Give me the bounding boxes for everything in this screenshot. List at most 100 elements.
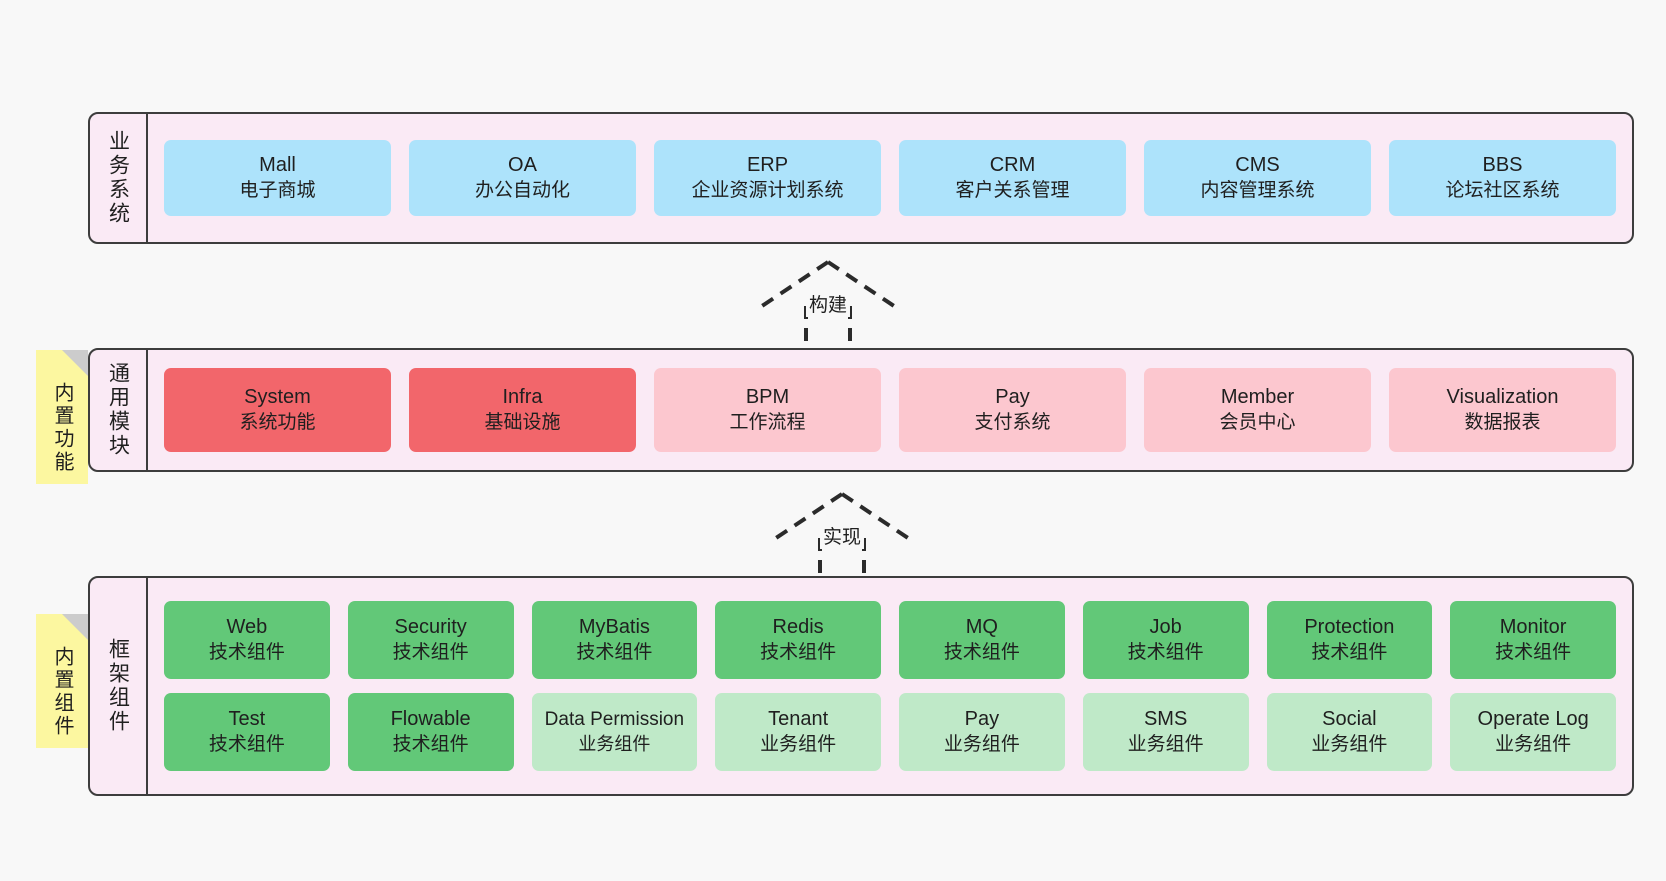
card-erp[interactable]: ERP 企业资源计划系统 <box>654 140 881 216</box>
layer-label-common-module: 通用模块 <box>106 362 130 458</box>
card-pay[interactable]: Pay 支付系统 <box>899 368 1126 452</box>
card-subtitle: 技术组件 <box>943 641 1020 663</box>
card-title: Redis <box>772 616 824 639</box>
card-subtitle: 支付系统 <box>974 411 1051 433</box>
card-flowable[interactable]: Flowable 技术组件 <box>347 693 514 771</box>
sticky-note-label: 内置功能 <box>51 382 73 474</box>
card-subtitle: 论坛社区系统 <box>1445 179 1560 201</box>
card-title: BPM <box>745 386 790 409</box>
card-subtitle: 企业资源计划系统 <box>691 179 844 201</box>
card-infra[interactable]: Infra 基础设施 <box>409 368 636 452</box>
card-subtitle: 技术组件 <box>760 641 837 663</box>
connector-build: 构建 <box>758 258 898 344</box>
card-row: Mall 电子商城 OA 办公自动化 ERP 企业资源计划系统 CRM 客户关系… <box>164 140 1616 216</box>
card-mybatis[interactable]: MyBatis 技术组件 <box>531 601 698 679</box>
card-system[interactable]: System 系统功能 <box>164 368 391 452</box>
card-subtitle: 技术组件 <box>208 641 285 663</box>
card-subtitle: 技术组件 <box>392 641 469 663</box>
sticky-note-builtin-function: 内置功能 <box>36 350 88 484</box>
card-subtitle: 业务组件 <box>760 733 837 755</box>
card-title: ERP <box>746 154 789 177</box>
card-pay-component[interactable]: Pay 业务组件 <box>899 693 1065 771</box>
card-subtitle: 电子商城 <box>239 179 316 201</box>
card-test[interactable]: Test 技术组件 <box>164 693 330 771</box>
card-member[interactable]: Member 会员中心 <box>1144 368 1371 452</box>
layer-divider <box>146 114 148 242</box>
card-cms[interactable]: CMS 内容管理系统 <box>1144 140 1371 216</box>
card-title: MyBatis <box>578 616 650 639</box>
card-title: Operate Log <box>1477 708 1589 731</box>
layer-body-business-system: Mall 电子商城 OA 办公自动化 ERP 企业资源计划系统 CRM 客户关系… <box>148 114 1632 242</box>
card-row: System 系统功能 Infra 基础设施 BPM 工作流程 Pay 支付系统… <box>164 368 1616 452</box>
layer-divider <box>146 578 148 794</box>
card-subtitle: 技术组件 <box>1127 641 1204 663</box>
card-operate-log[interactable]: Operate Log 业务组件 <box>1450 693 1616 771</box>
connector-implement: 实现 <box>772 490 912 576</box>
card-title: Flowable <box>390 708 471 731</box>
card-subtitle: 技术组件 <box>208 733 285 755</box>
card-title: Data Permission <box>544 709 685 731</box>
card-title: BBS <box>1482 154 1523 177</box>
card-title: Visualization <box>1446 386 1559 409</box>
layer-label-framework-component: 框架组件 <box>106 638 130 734</box>
card-title: OA <box>508 154 537 177</box>
card-title: CMS <box>1235 154 1280 177</box>
layer-common-module: 通用模块 System 系统功能 Infra 基础设施 BPM 工作流程 Pay <box>88 348 1634 472</box>
card-subtitle: 内容管理系统 <box>1200 179 1315 201</box>
sticky-note-label: 内置组件 <box>51 646 73 738</box>
connector-label-build: 构建 <box>805 290 851 317</box>
card-sms[interactable]: SMS 业务组件 <box>1082 693 1249 771</box>
card-data-permission[interactable]: Data Permission 业务组件 <box>531 693 698 771</box>
card-row: Web 技术组件 Security 技术组件 MyBatis 技术组件 Redi… <box>164 601 1616 679</box>
card-title: Infra <box>502 386 543 409</box>
layer-framework-component: 框架组件 Web 技术组件 Security 技术组件 MyBatis 技术组件… <box>88 576 1634 796</box>
card-title: Security <box>394 616 467 639</box>
layer-divider <box>146 350 148 470</box>
card-mall[interactable]: Mall 电子商城 <box>164 140 391 216</box>
card-web[interactable]: Web 技术组件 <box>164 601 330 679</box>
card-job[interactable]: Job 技术组件 <box>1082 601 1249 679</box>
card-monitor[interactable]: Monitor 技术组件 <box>1450 601 1616 679</box>
card-redis[interactable]: Redis 技术组件 <box>715 601 881 679</box>
card-title: Protection <box>1304 616 1395 639</box>
card-protection[interactable]: Protection 技术组件 <box>1266 601 1433 679</box>
layer-business-system: 业务系统 Mall 电子商城 OA 办公自动化 ERP 企业资源计划系统 CRM <box>88 112 1634 244</box>
layer-body-common-module: System 系统功能 Infra 基础设施 BPM 工作流程 Pay 支付系统… <box>148 350 1632 470</box>
card-title: Member <box>1220 386 1295 409</box>
card-title: Tenant <box>768 708 829 731</box>
card-mq[interactable]: MQ 技术组件 <box>899 601 1065 679</box>
layer-body-framework-component: Web 技术组件 Security 技术组件 MyBatis 技术组件 Redi… <box>148 578 1632 794</box>
card-subtitle: 技术组件 <box>1495 641 1572 663</box>
card-subtitle: 数据报表 <box>1464 411 1541 433</box>
card-visualization[interactable]: Visualization 数据报表 <box>1389 368 1616 452</box>
card-subtitle: 技术组件 <box>1311 641 1388 663</box>
card-security[interactable]: Security 技术组件 <box>347 601 514 679</box>
card-subtitle: 业务组件 <box>943 733 1020 755</box>
card-title: Web <box>226 616 268 639</box>
card-social[interactable]: Social 业务组件 <box>1266 693 1433 771</box>
connector-label-implement: 实现 <box>819 522 865 549</box>
layer-label-business-system: 业务系统 <box>106 130 130 226</box>
card-title: Job <box>1149 616 1182 639</box>
card-title: CRM <box>989 154 1036 177</box>
card-title: Monitor <box>1499 616 1567 639</box>
card-subtitle: 技术组件 <box>576 641 653 663</box>
card-subtitle: 技术组件 <box>392 733 469 755</box>
card-subtitle: 基础设施 <box>484 411 561 433</box>
folded-corner-icon <box>62 350 88 376</box>
card-crm[interactable]: CRM 客户关系管理 <box>899 140 1126 216</box>
card-bpm[interactable]: BPM 工作流程 <box>654 368 881 452</box>
card-subtitle: 业务组件 <box>1495 733 1572 755</box>
card-title: MQ <box>965 616 998 639</box>
card-oa[interactable]: OA 办公自动化 <box>409 140 636 216</box>
card-title: Pay <box>964 708 1000 731</box>
card-bbs[interactable]: BBS 论坛社区系统 <box>1389 140 1616 216</box>
card-subtitle: 业务组件 <box>578 733 651 754</box>
card-title: SMS <box>1143 708 1188 731</box>
card-subtitle: 业务组件 <box>1311 733 1388 755</box>
card-subtitle: 办公自动化 <box>474 179 570 201</box>
card-subtitle: 工作流程 <box>729 411 806 433</box>
card-title: System <box>244 386 311 409</box>
card-tenant[interactable]: Tenant 业务组件 <box>715 693 881 771</box>
